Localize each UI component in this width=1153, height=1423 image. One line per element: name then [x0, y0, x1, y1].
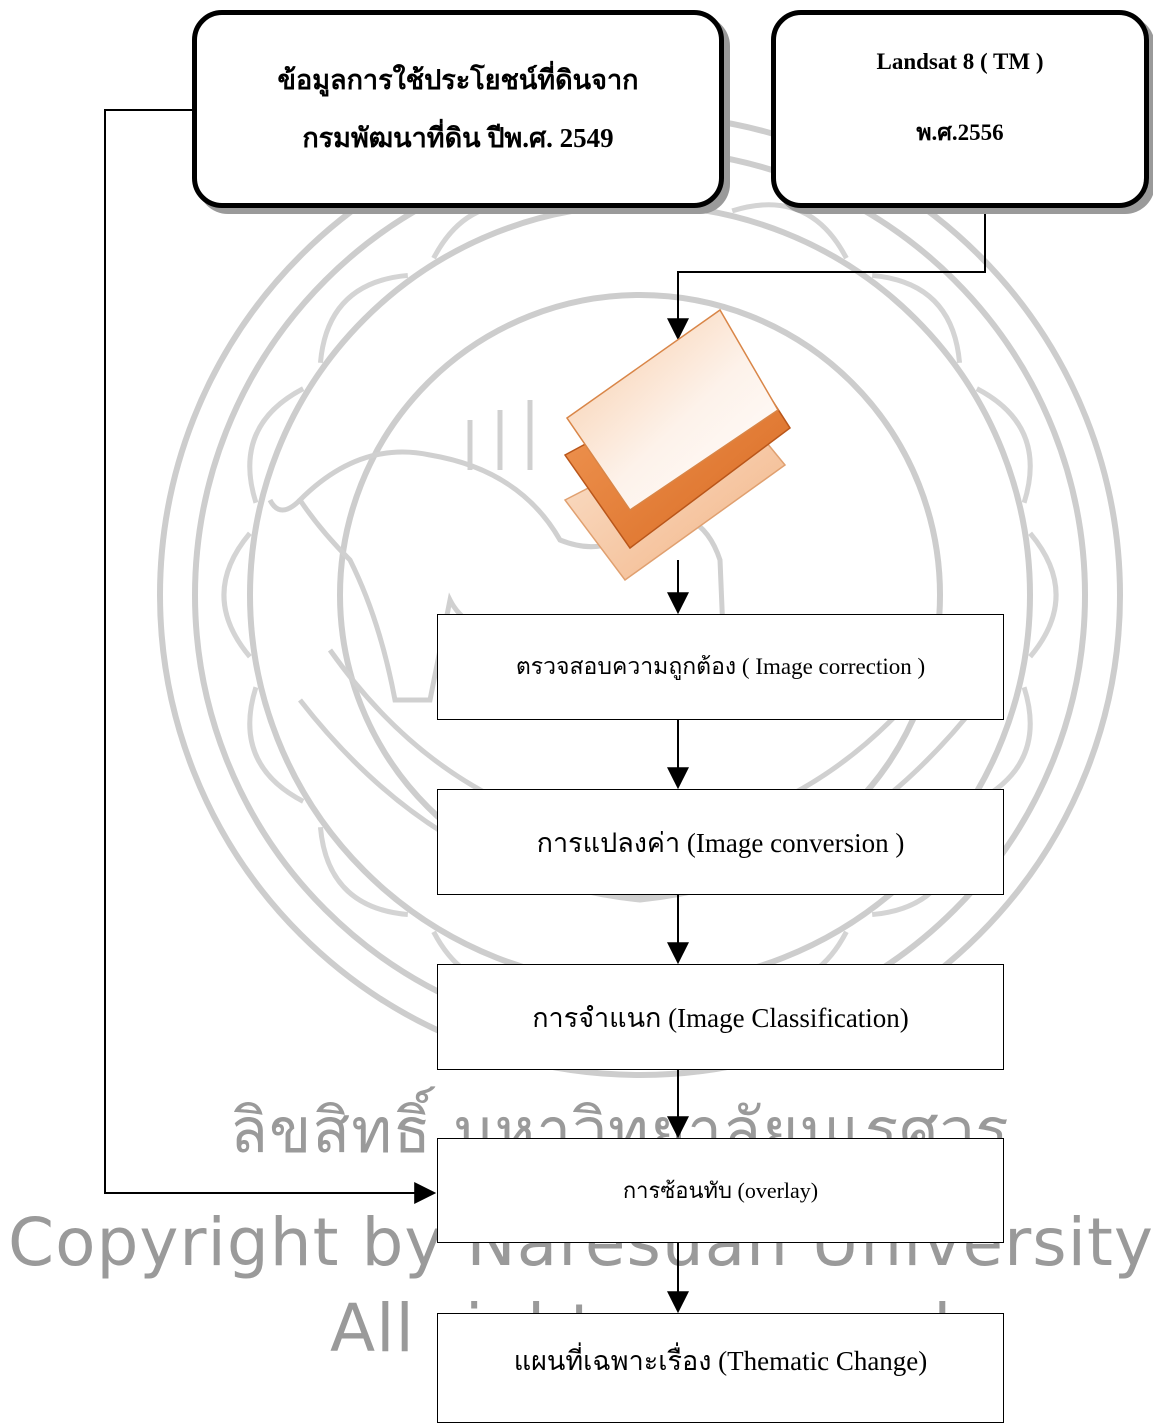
seal-petal: [975, 386, 1033, 504]
seal-petal: [1028, 531, 1059, 659]
step-image-classification: การจำแนก (Image Classification): [437, 964, 1004, 1070]
landsat-to-image-connector: [667, 208, 986, 341]
step-image-correction: ตรวจสอบความถูกต้อง ( Image correction ): [437, 614, 1004, 720]
step-image-conversion: การแปลงค่า (Image conversion ): [437, 789, 1004, 895]
land-use-line-1: ข้อมูลการใช้ประโยชน์ที่ดินจาก: [277, 65, 639, 95]
landsat-line-1: Landsat 8 ( TM ): [876, 49, 1044, 74]
seal-petal: [731, 202, 849, 260]
land-use-line-2: กรมพัฒนาที่ดิน ปีพ.ศ. 2549: [302, 123, 614, 153]
land-use-to-overlay-connector: [104, 109, 437, 1204]
landsat-line-2: พ.ศ.2556: [916, 120, 1004, 145]
image-layer-top: [565, 308, 780, 512]
step-overlay: การซ้อนทับ (overlay): [437, 1138, 1004, 1243]
seal-petal: [317, 272, 409, 364]
seal-petal: [221, 531, 252, 659]
step-thematic-change: แผนที่เฉพาะเรื่อง (Thematic Change): [437, 1313, 1004, 1423]
seal-petal: [247, 386, 305, 504]
seal-petal: [247, 686, 305, 804]
landsat-data-box: Landsat 8 ( TM ) พ.ศ.2556: [771, 10, 1149, 208]
seal-petal: [317, 826, 409, 918]
seal-petal: [871, 272, 963, 364]
land-use-data-box: ข้อมูลการใช้ประโยชน์ที่ดินจาก กรมพัฒนาที…: [192, 10, 724, 208]
